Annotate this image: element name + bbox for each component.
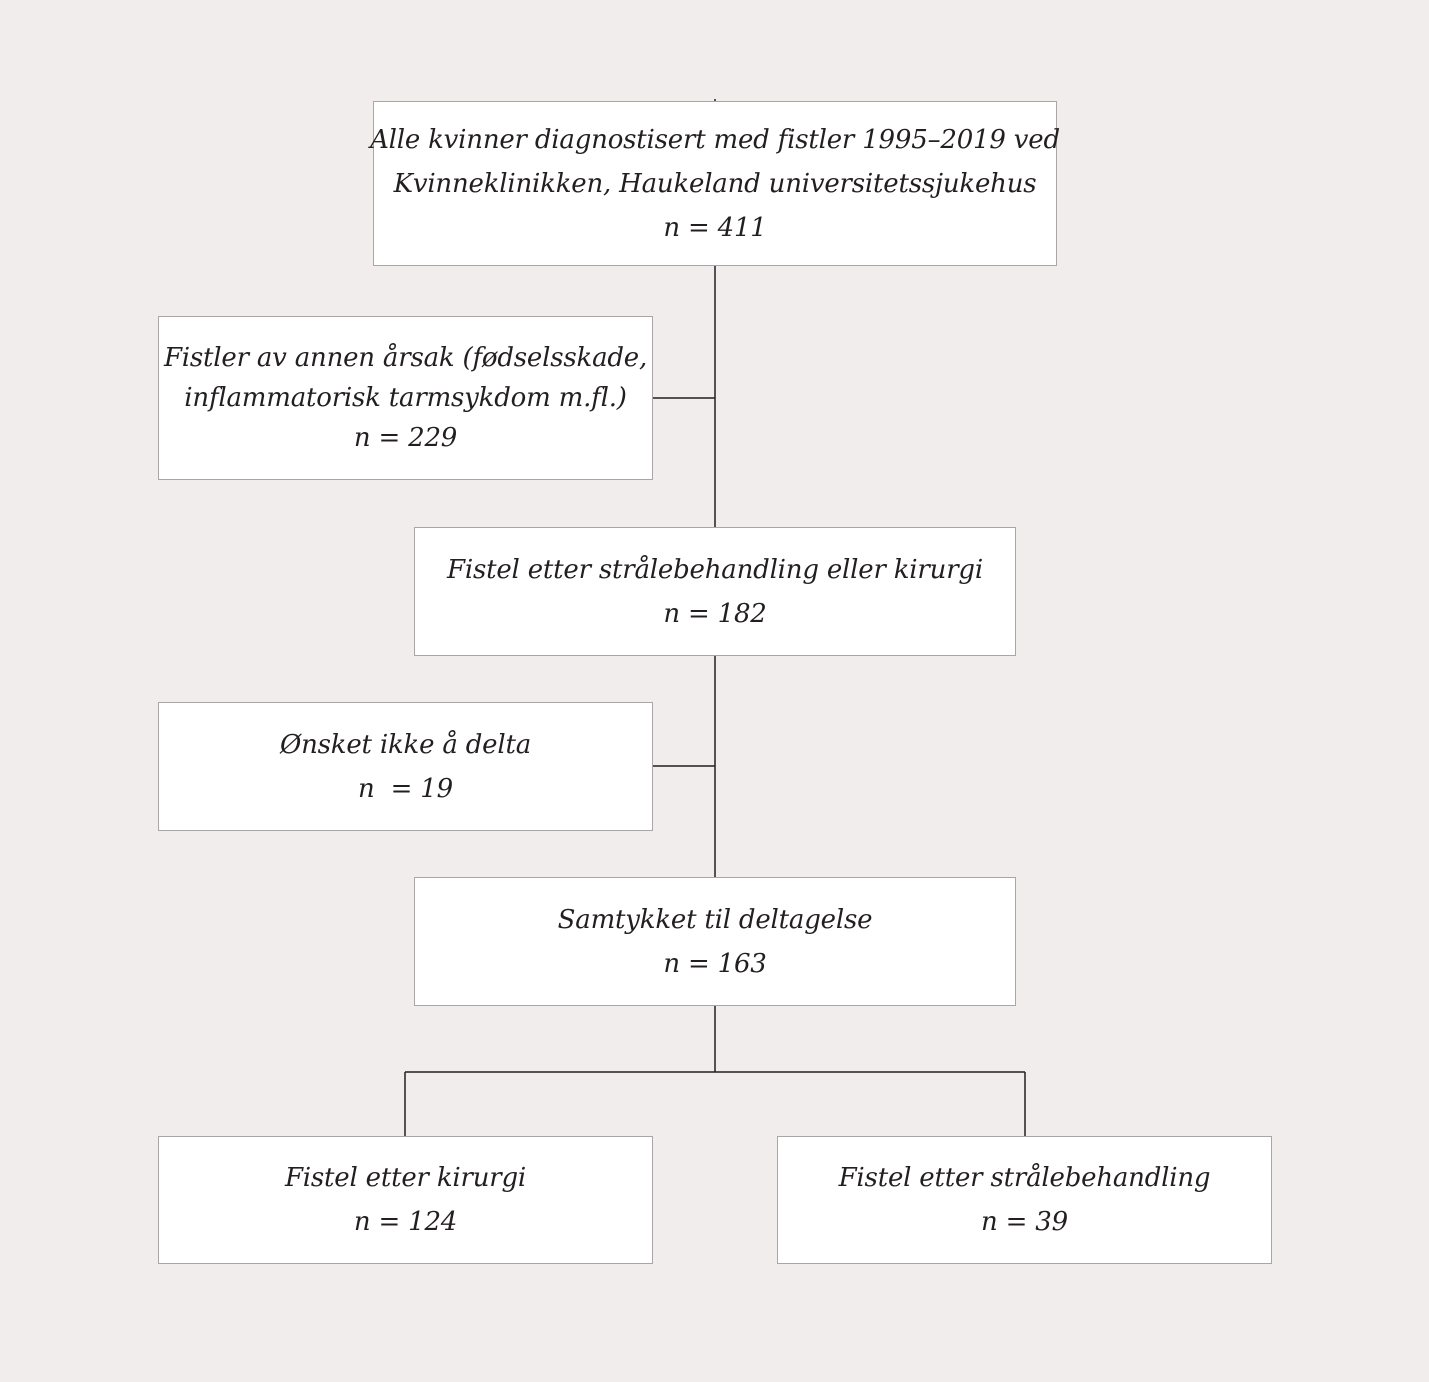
box-all-women-count: n = 411 — [663, 212, 767, 243]
box-after-surgery-label: Fistel etter kirurgi — [284, 1163, 527, 1193]
box-all-women-line1: Alle kvinner diagnostisert med fistler 1… — [370, 124, 1060, 155]
box-other-cause: Fistler av annen årsak (fødselsskade, in… — [158, 316, 653, 480]
box-after-surgery: Fistel etter kirurgi n = 124 — [158, 1136, 653, 1264]
box-after-radiation: Fistel etter strålebehandling n = 39 — [777, 1136, 1272, 1264]
box-after-surgery-count: n = 124 — [353, 1207, 458, 1237]
box-other-cause-line1: Fistler av annen årsak (fødselsskade, — [163, 343, 648, 373]
box-consented-count: n = 163 — [663, 948, 767, 979]
box-declined-count: n = 19 — [357, 773, 453, 804]
box-all-women-line2: Kvinneklinikken, Haukeland universitetss… — [393, 168, 1037, 199]
box-after-radiation-or-surgery-label: Fistel etter strålebehandling eller kiru… — [447, 554, 983, 585]
box-declined: Ønsket ikke å delta n = 19 — [158, 702, 653, 831]
box-declined-label: Ønsket ikke å delta — [280, 729, 531, 760]
box-after-radiation-or-surgery: Fistel etter strålebehandling eller kiru… — [414, 527, 1016, 656]
box-consented-label: Samtykket til deltagelse — [557, 904, 873, 935]
box-after-radiation-count: n = 39 — [981, 1207, 1068, 1237]
box-other-cause-line2: inflammatorisk tarmsykdom m.fl.) — [184, 383, 627, 413]
box-after-radiation-or-surgery-count: n = 182 — [663, 598, 767, 629]
box-consented: Samtykket til deltagelse n = 163 — [414, 877, 1016, 1006]
box-after-radiation-label: Fistel etter strålebehandling — [838, 1163, 1211, 1193]
box-all-women: Alle kvinner diagnostisert med fistler 1… — [370, 101, 1060, 266]
box-other-cause-count: n = 229 — [353, 423, 458, 453]
